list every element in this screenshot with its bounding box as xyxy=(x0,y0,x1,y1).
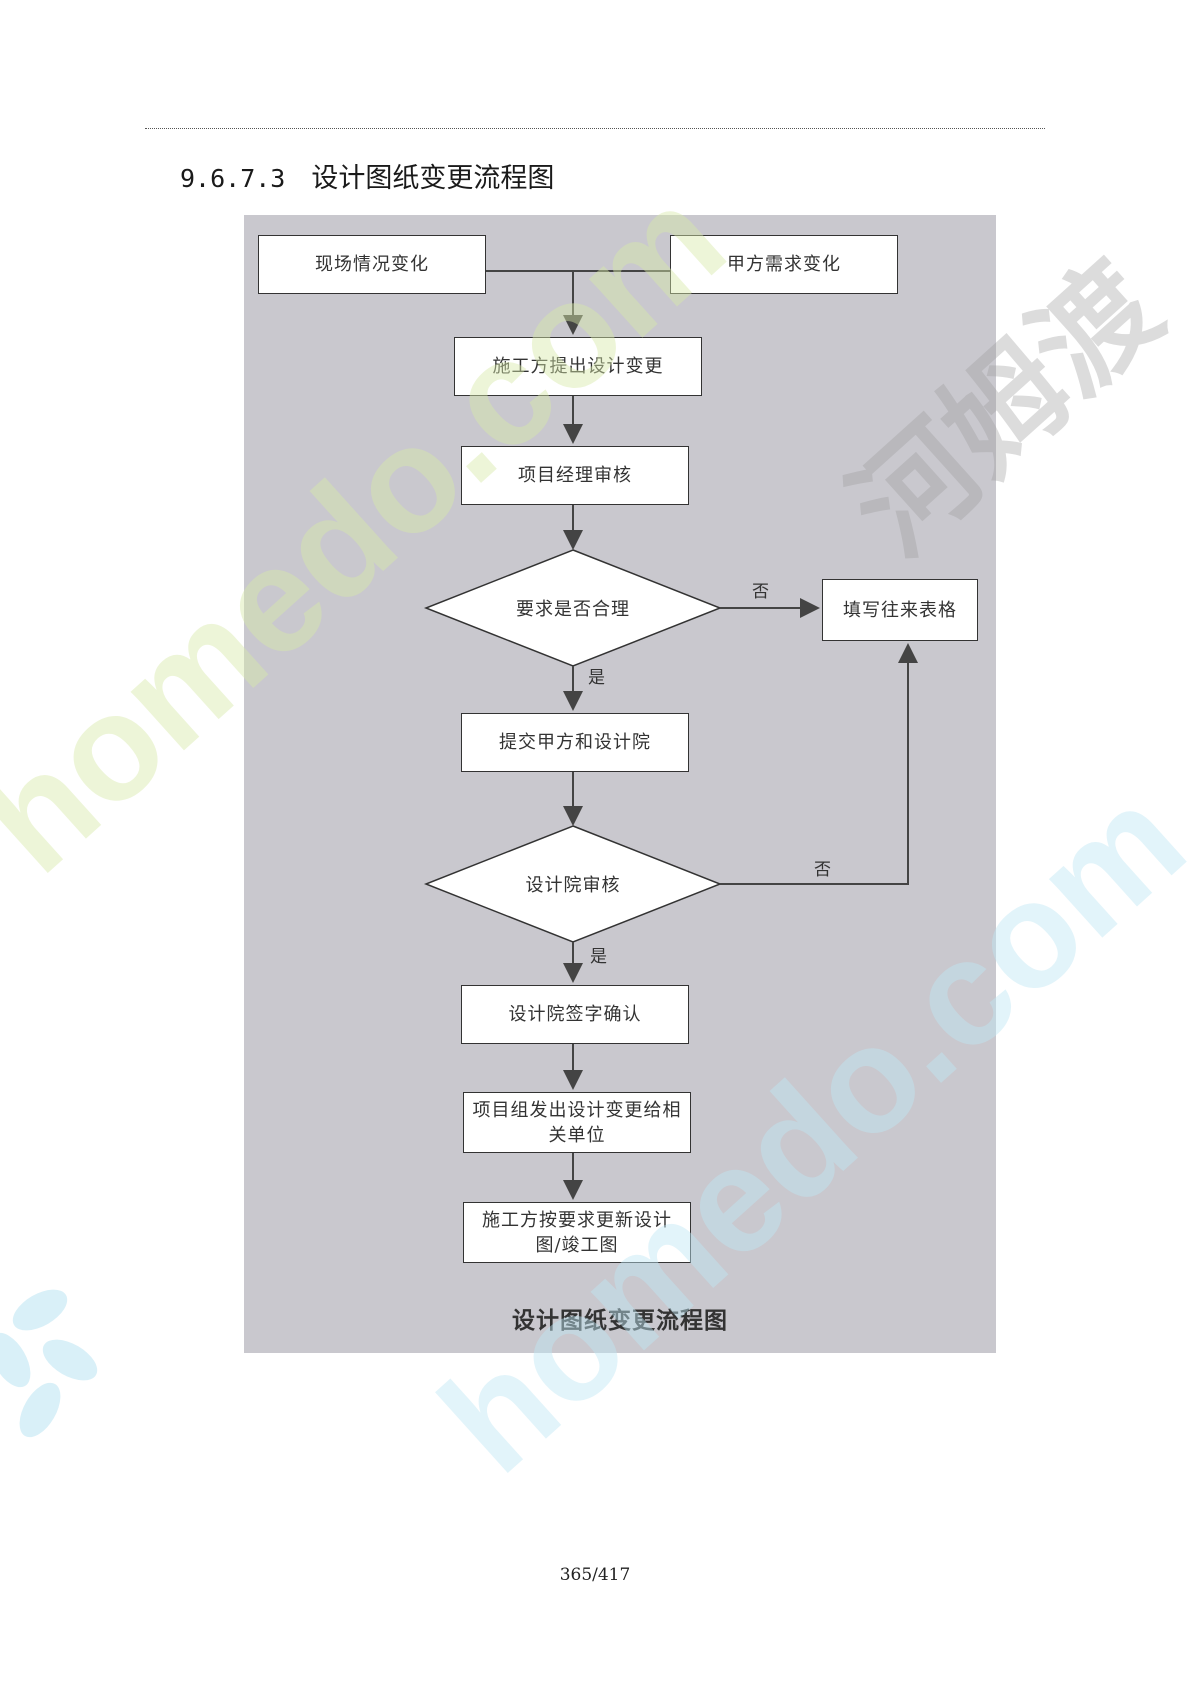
label-yes-1: 是 xyxy=(588,668,605,688)
decision-reasonable-label: 要求是否合理 xyxy=(516,599,630,620)
header-rule xyxy=(145,128,1045,129)
box-fill-form: 填写往来表格 xyxy=(822,579,978,641)
box-site-change: 现场情况变化 xyxy=(258,235,486,294)
label-no-2: 否 xyxy=(814,860,831,880)
figure-caption: 设计图纸变更流程图 xyxy=(512,1307,728,1334)
decision-design-review-label: 设计院审核 xyxy=(525,875,621,896)
section-title: 设计图纸变更流程图 xyxy=(311,163,555,194)
box-propose-change: 施工方提出设计变更 xyxy=(454,337,702,396)
box-update-drawings: 施工方按要求更新设计图/竣工图 xyxy=(463,1202,691,1263)
watermark-flower-icon xyxy=(0,1289,98,1438)
box-submit: 提交甲方和设计院 xyxy=(461,713,689,772)
flowchart-figure: 现场情况变化 甲方需求变化 施工方提出设计变更 项目经理审核 要求是否合理 填写… xyxy=(244,215,996,1353)
box-issue-change: 项目组发出设计变更给相关单位 xyxy=(463,1092,691,1153)
label-no-1: 否 xyxy=(752,582,769,602)
box-design-sign: 设计院签字确认 xyxy=(461,985,689,1044)
section-number: 9.6.7.3 xyxy=(180,164,286,193)
box-pm-review: 项目经理审核 xyxy=(461,446,689,505)
box-client-change: 甲方需求变化 xyxy=(670,235,898,294)
arrow-no-back-to-fill-form xyxy=(720,643,918,885)
section-heading: 9.6.7.3 设计图纸变更流程图 xyxy=(180,156,554,195)
page-number: 365/417 xyxy=(559,1565,631,1585)
label-yes-2: 是 xyxy=(590,947,607,967)
flowchart-connectors xyxy=(423,270,918,1200)
